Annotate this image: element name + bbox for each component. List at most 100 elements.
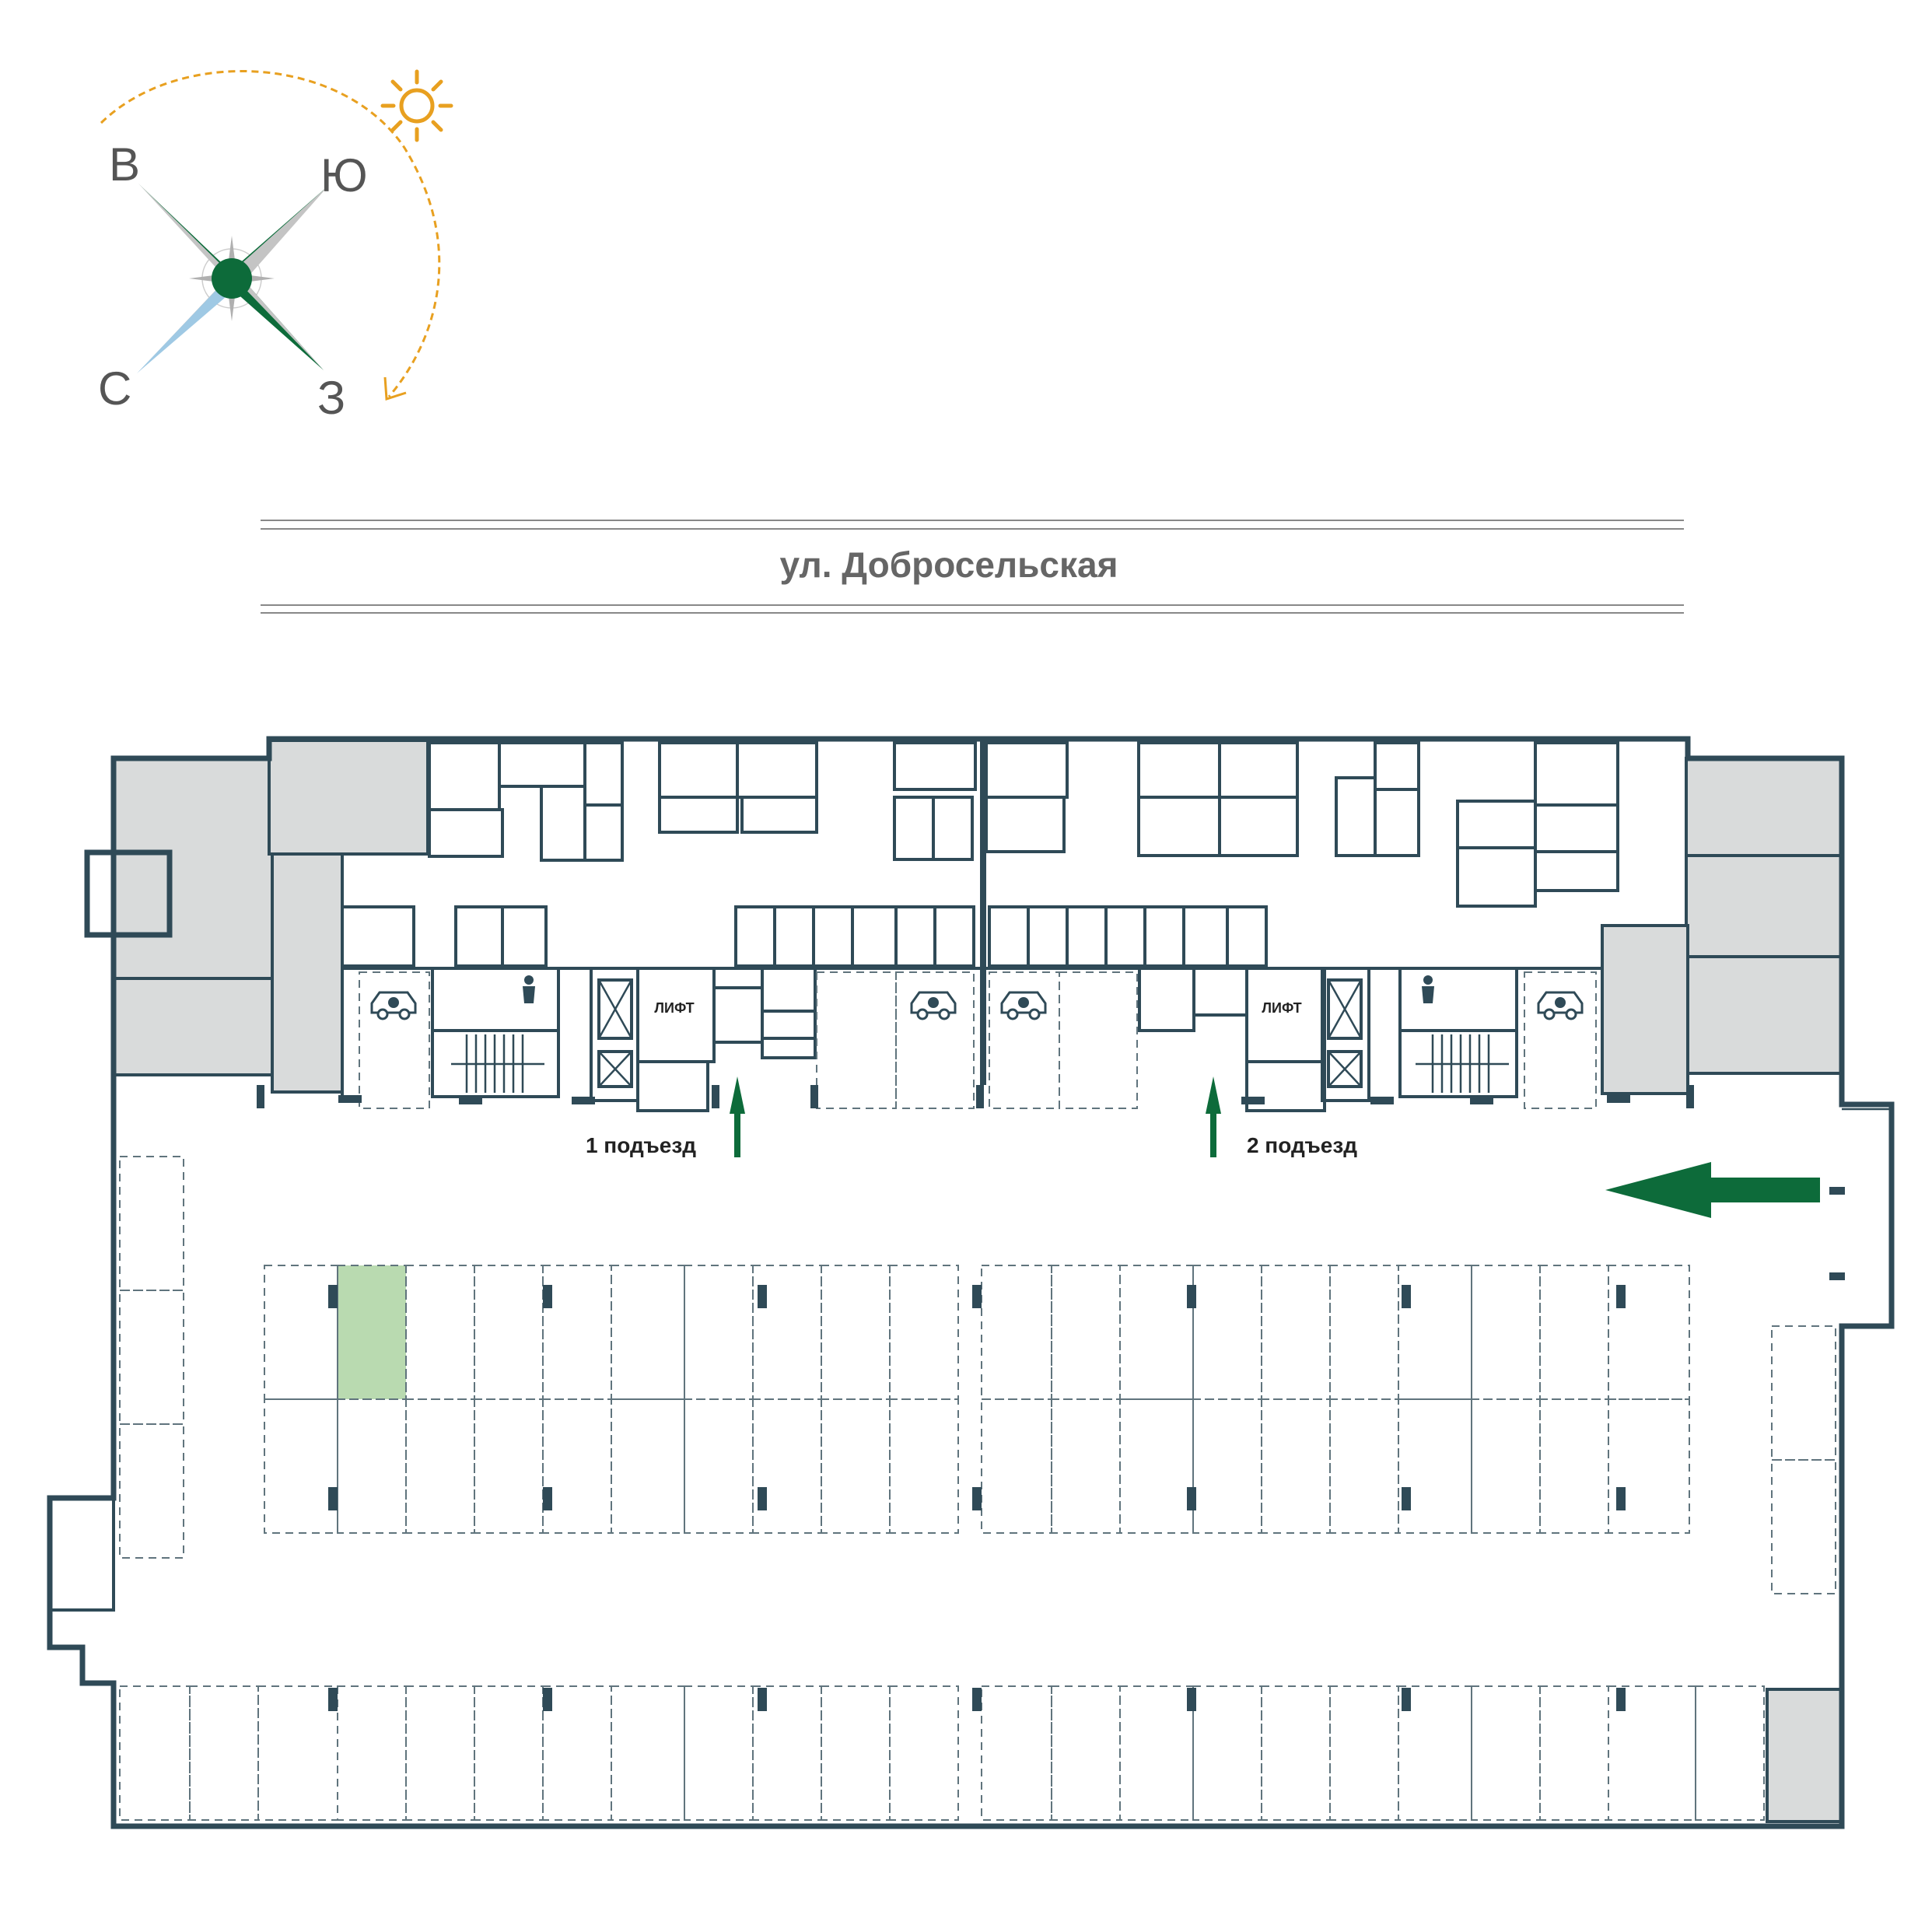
parking-spot <box>1192 1685 1262 1821</box>
garage-entry-arrow <box>1605 1162 1845 1280</box>
parking-spot <box>1329 1398 1399 1534</box>
lift-label-1: ЛИФТ <box>654 1000 694 1016</box>
parking-spot <box>611 1685 685 1821</box>
parking-left-column <box>119 1156 184 1559</box>
column <box>1402 1688 1411 1711</box>
column <box>1402 1285 1411 1308</box>
compass: В Ю С З <box>98 69 453 424</box>
parking-spot <box>684 1398 754 1534</box>
parking-spot <box>889 1265 959 1400</box>
column <box>328 1688 338 1711</box>
parking-spot <box>889 1685 959 1821</box>
column <box>758 1487 767 1510</box>
parking-spot <box>257 1685 338 1821</box>
parking-spot <box>611 1265 685 1400</box>
compass-label-north: С <box>98 362 131 415</box>
column <box>543 1487 552 1510</box>
parking-spot <box>1471 1265 1541 1400</box>
parking-spot <box>821 1398 891 1534</box>
selected-parking-spot[interactable] <box>338 1265 406 1399</box>
column <box>1187 1688 1196 1711</box>
parking-spot <box>189 1685 259 1821</box>
compass-label-east: В <box>109 138 140 191</box>
parking-spot <box>981 1398 1052 1534</box>
entry-arrow-icon <box>730 1076 745 1157</box>
parking-spot <box>889 1398 959 1534</box>
parking-spot <box>542 1398 612 1534</box>
parking-spot <box>1329 1685 1399 1821</box>
entry-arrow-icon <box>1206 1076 1221 1157</box>
parking-spot <box>1471 1398 1541 1534</box>
parking-spot <box>1261 1398 1331 1534</box>
parking-spot <box>1539 1398 1609 1534</box>
parking-spot <box>1539 1685 1609 1821</box>
column <box>1187 1487 1196 1510</box>
left-entry-box <box>84 849 173 938</box>
building-outline <box>47 736 1895 1829</box>
parking-spot <box>1329 1265 1399 1400</box>
parking-spot <box>1261 1685 1331 1821</box>
structural-columns <box>328 1285 1626 1711</box>
parking-spot <box>684 1265 754 1400</box>
parking-spot <box>1539 1265 1609 1400</box>
parking-grid-bottom-row <box>119 1685 1765 1821</box>
parking-spot <box>474 1685 544 1821</box>
lift-shaft-1 <box>597 978 633 1040</box>
parking-spot <box>684 1685 754 1821</box>
ev-bays <box>359 971 1597 1109</box>
parking-spot <box>981 1685 1052 1821</box>
parking-spot <box>981 1265 1052 1400</box>
central-divider <box>980 739 986 1085</box>
parking-spot <box>1051 1265 1121 1400</box>
column <box>1616 1688 1626 1711</box>
core-entrance-2: ЛИФТ <box>1138 967 1518 1112</box>
parking-spot <box>474 1265 544 1400</box>
parking-spot <box>1192 1398 1262 1534</box>
parking-spot <box>1398 1398 1472 1534</box>
parking-spot <box>1192 1265 1262 1400</box>
parking-spot <box>405 1685 475 1821</box>
column <box>972 1688 982 1711</box>
parking-spot <box>542 1685 612 1821</box>
parking-spot <box>264 1265 338 1400</box>
lift-shaft-2 <box>1327 978 1363 1040</box>
parking-spot <box>1119 1398 1194 1534</box>
ev-charging-icon <box>1000 991 1047 1020</box>
column <box>972 1487 982 1510</box>
parking-spot <box>119 1685 191 1821</box>
parking-grid-middle-bottom <box>264 1398 1690 1534</box>
compass-label-south: Ю <box>320 149 368 201</box>
parking-spot <box>1119 1265 1194 1400</box>
ev-charging-icon <box>910 991 957 1020</box>
parking-spot <box>405 1398 475 1534</box>
storage-rooms-right <box>1601 757 1843 1823</box>
storage-cells-block-1 <box>341 741 977 968</box>
compass-rose-icon <box>137 184 329 373</box>
ev-charging-icon <box>370 991 417 1020</box>
parking-spot <box>1051 1685 1121 1821</box>
parking-spot <box>821 1265 891 1400</box>
core-entrance-1: ЛИФТ <box>431 967 817 1112</box>
parking-spot <box>264 1398 338 1534</box>
column <box>1616 1487 1626 1510</box>
storage-rooms-left <box>112 739 429 1094</box>
sun-icon <box>380 69 453 142</box>
wc-icon <box>523 975 535 1003</box>
entrance-1-label: 1 подъезд <box>586 1133 696 1157</box>
parking-spot <box>1051 1398 1121 1534</box>
parking-spot <box>1261 1265 1331 1400</box>
wall-stubs <box>257 1085 1694 1108</box>
column <box>328 1285 338 1308</box>
parking-spot <box>474 1398 544 1534</box>
parking-spot <box>821 1685 891 1821</box>
street: ул. Добросельская <box>261 520 1684 614</box>
parking-spot <box>542 1265 612 1400</box>
lift-label-2: ЛИФТ <box>1262 1000 1301 1016</box>
column <box>328 1487 338 1510</box>
left-stair-wall <box>48 1496 115 1612</box>
parking-spot <box>752 1398 822 1534</box>
column <box>972 1285 982 1308</box>
parking-grid-middle-top <box>264 1265 1690 1400</box>
column <box>1616 1285 1626 1308</box>
